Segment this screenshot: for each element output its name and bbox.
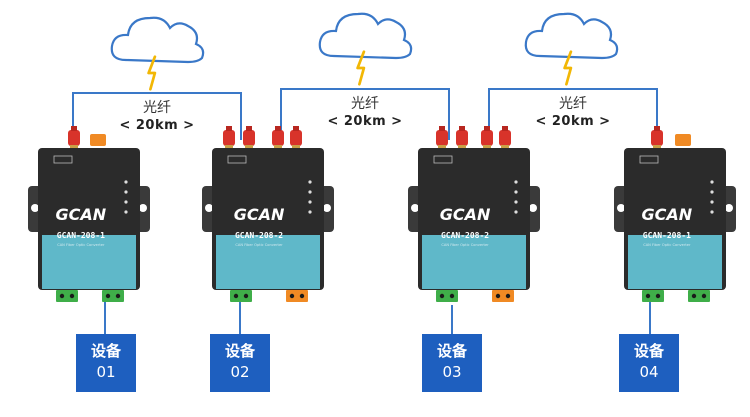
brand-label: GCAN	[234, 205, 285, 224]
power-terminal-icon	[675, 134, 691, 146]
device-label: 设备	[224, 342, 255, 360]
link-label-2: 光纤 < 20km >	[320, 96, 410, 131]
brand-label: GCAN	[440, 205, 491, 224]
model-subtitle: CAN Fiber Optic Converter	[643, 243, 691, 247]
brand-label: GCAN	[642, 205, 693, 224]
fiber-connector-icon	[651, 126, 663, 150]
distance-label: < 20km >	[119, 118, 195, 133]
model-label: GCAN-208-2	[441, 231, 489, 240]
device-label: 设备	[633, 342, 664, 360]
fiber-connector-icon	[243, 126, 255, 150]
model-label: GCAN-208-2	[235, 231, 283, 240]
terminal-block-icon	[436, 290, 458, 302]
power-terminal-icon	[90, 134, 106, 146]
fiber-label: 光纤	[143, 100, 171, 116]
terminal-block-icon	[56, 290, 78, 302]
fiber-connector-icon	[272, 126, 284, 150]
fiber-connector-icon	[223, 126, 235, 150]
device-box-02: 设备 02	[210, 334, 270, 392]
fiber-connector-icon	[68, 126, 80, 150]
fiber-line-1	[72, 92, 242, 140]
terminal-block-icon	[688, 290, 710, 302]
brand-label: GCAN	[56, 205, 107, 224]
fiber-connector-icon	[499, 126, 511, 150]
cloud-icon-2	[318, 12, 413, 86]
link-label-3: 光纤 < 20km >	[528, 96, 618, 131]
distance-label: < 20km >	[327, 114, 403, 129]
device-number: 02	[230, 363, 250, 381]
distance-label: < 20km >	[535, 114, 611, 129]
terminal-block-icon	[286, 290, 308, 302]
link-label-1: 光纤 < 20km >	[112, 100, 202, 135]
device-box-04: 设备 04	[619, 334, 679, 392]
fiber-label: 光纤	[559, 96, 587, 112]
terminal-block-icon	[102, 290, 124, 302]
device-number: 01	[96, 363, 116, 381]
model-subtitle: CAN Fiber Optic Converter	[57, 243, 105, 247]
device-box-03: 设备 03	[422, 334, 482, 392]
cloud-icon-3	[524, 12, 619, 86]
device-box-01: 设备 01	[76, 334, 136, 392]
cloud-icon-1	[110, 16, 205, 91]
device-label: 设备	[436, 342, 467, 360]
fiber-connector-icon	[290, 126, 302, 150]
fiber-connector-icon	[456, 126, 468, 150]
fiber-connector-icon	[481, 126, 493, 150]
device-label: 设备	[90, 342, 121, 360]
model-subtitle: CAN Fiber Optic Converter	[235, 243, 283, 247]
model-label: GCAN-208-1	[57, 231, 105, 240]
terminal-block-icon	[492, 290, 514, 302]
fiber-line-2	[280, 88, 450, 140]
fiber-connector-icon	[436, 126, 448, 150]
device-number: 03	[442, 363, 462, 381]
device-number: 04	[639, 363, 659, 381]
model-subtitle: CAN Fiber Optic Converter	[441, 243, 489, 247]
model-label: GCAN-208-1	[643, 231, 691, 240]
fiber-line-3	[488, 88, 658, 140]
terminal-block-icon	[642, 290, 664, 302]
terminal-block-icon	[230, 290, 252, 302]
fiber-label: 光纤	[351, 96, 379, 112]
